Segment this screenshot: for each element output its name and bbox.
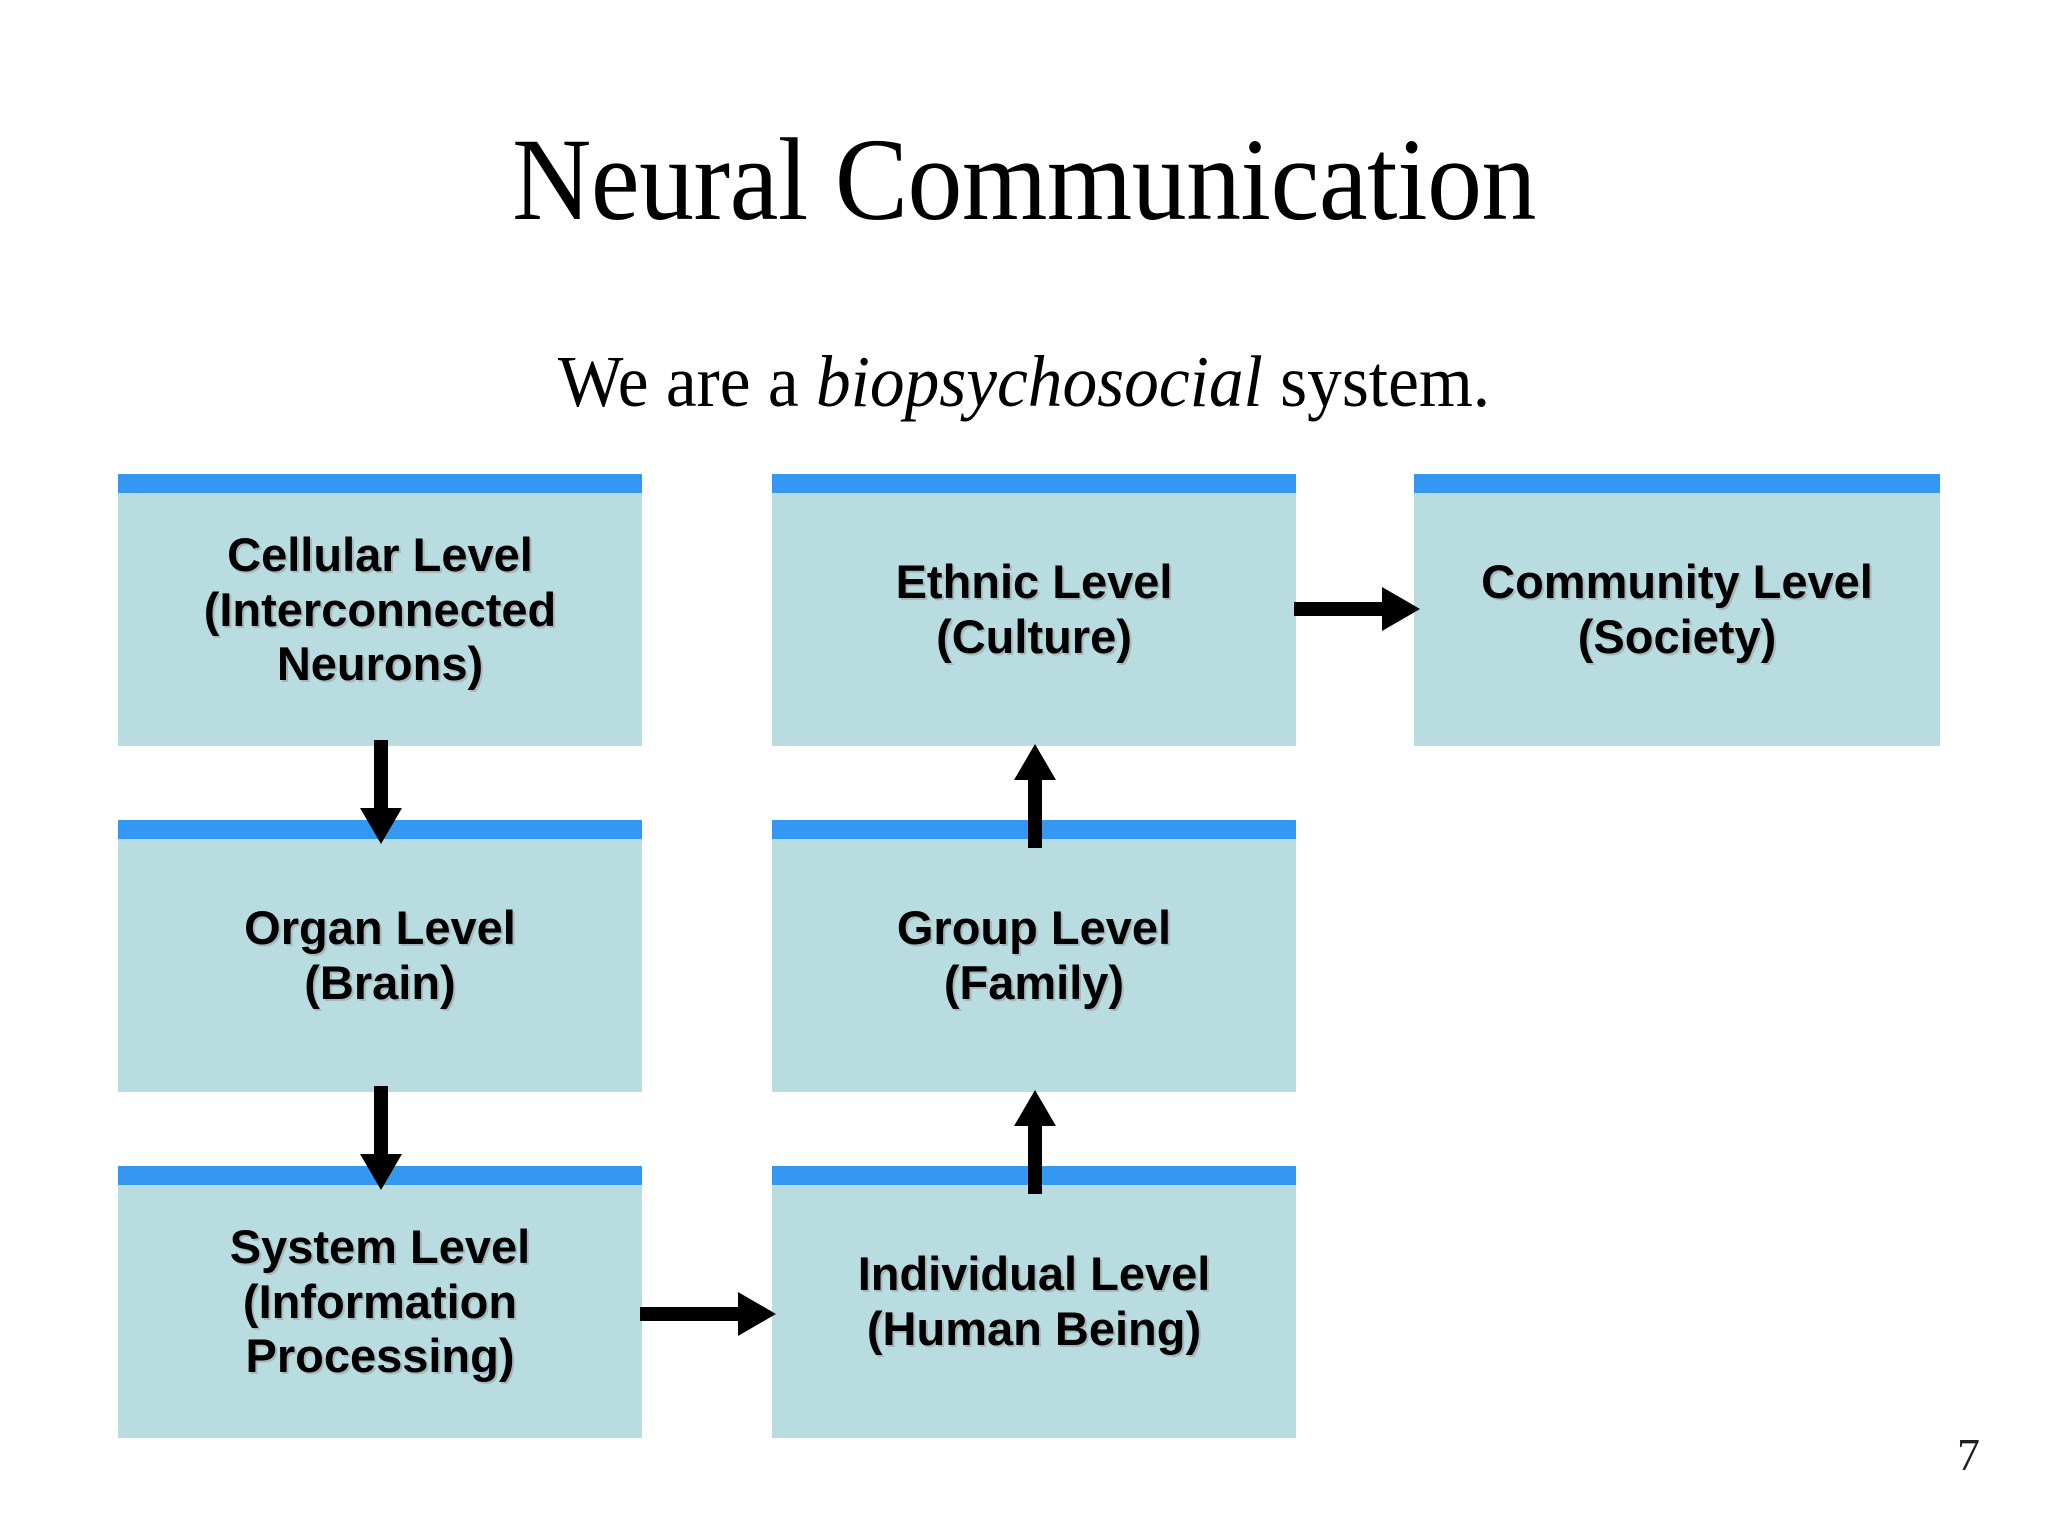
box-community-level[interactable]: Community Level (Society) bbox=[1414, 474, 1940, 746]
arrow-organ-to-system-icon bbox=[356, 1086, 406, 1196]
arrow-system-to-individual-icon bbox=[640, 1288, 780, 1340]
box-accent-bar bbox=[118, 474, 642, 493]
box-label: Cellular Level (Interconnected Neurons) bbox=[203, 527, 557, 691]
box-cellular-level[interactable]: Cellular Level (Interconnected Neurons) bbox=[118, 474, 642, 746]
box-group-level[interactable]: Group Level (Family) bbox=[772, 820, 1296, 1092]
subtitle-suffix: system. bbox=[1262, 341, 1491, 422]
box-system-level[interactable]: System Level (Information Processing) bbox=[118, 1166, 642, 1438]
arrow-cellular-to-organ-icon bbox=[356, 740, 406, 850]
box-label: Group Level (Family) bbox=[896, 901, 1172, 1009]
box-ethnic-level[interactable]: Ethnic Level (Culture) bbox=[772, 474, 1296, 746]
box-label: Ethnic Level (Culture) bbox=[895, 555, 1173, 663]
slide-subtitle: We are a biopsychosocial system. bbox=[51, 341, 1997, 422]
box-label: System Level (Information Processing) bbox=[229, 1219, 531, 1383]
subtitle-prefix: We are a bbox=[557, 341, 816, 422]
arrow-group-to-ethnic-icon bbox=[1010, 740, 1060, 850]
box-label: Community Level (Society) bbox=[1481, 555, 1873, 663]
arrow-ethnic-to-community-icon bbox=[1294, 584, 1424, 634]
subtitle-emphasis: biopsychosocial bbox=[815, 341, 1263, 422]
page-title: Neural Communication bbox=[512, 114, 1536, 245]
box-label: Individual Level (Human Being) bbox=[857, 1247, 1211, 1355]
box-accent-bar bbox=[772, 474, 1296, 493]
box-organ-level[interactable]: Organ Level (Brain) bbox=[118, 820, 642, 1092]
box-label: Organ Level (Brain) bbox=[244, 901, 516, 1009]
box-accent-bar bbox=[1414, 474, 1940, 493]
arrow-individual-to-group-icon bbox=[1010, 1086, 1060, 1196]
page-number: 7 bbox=[1957, 1429, 1980, 1480]
box-individual-level[interactable]: Individual Level (Human Being) bbox=[772, 1166, 1296, 1438]
